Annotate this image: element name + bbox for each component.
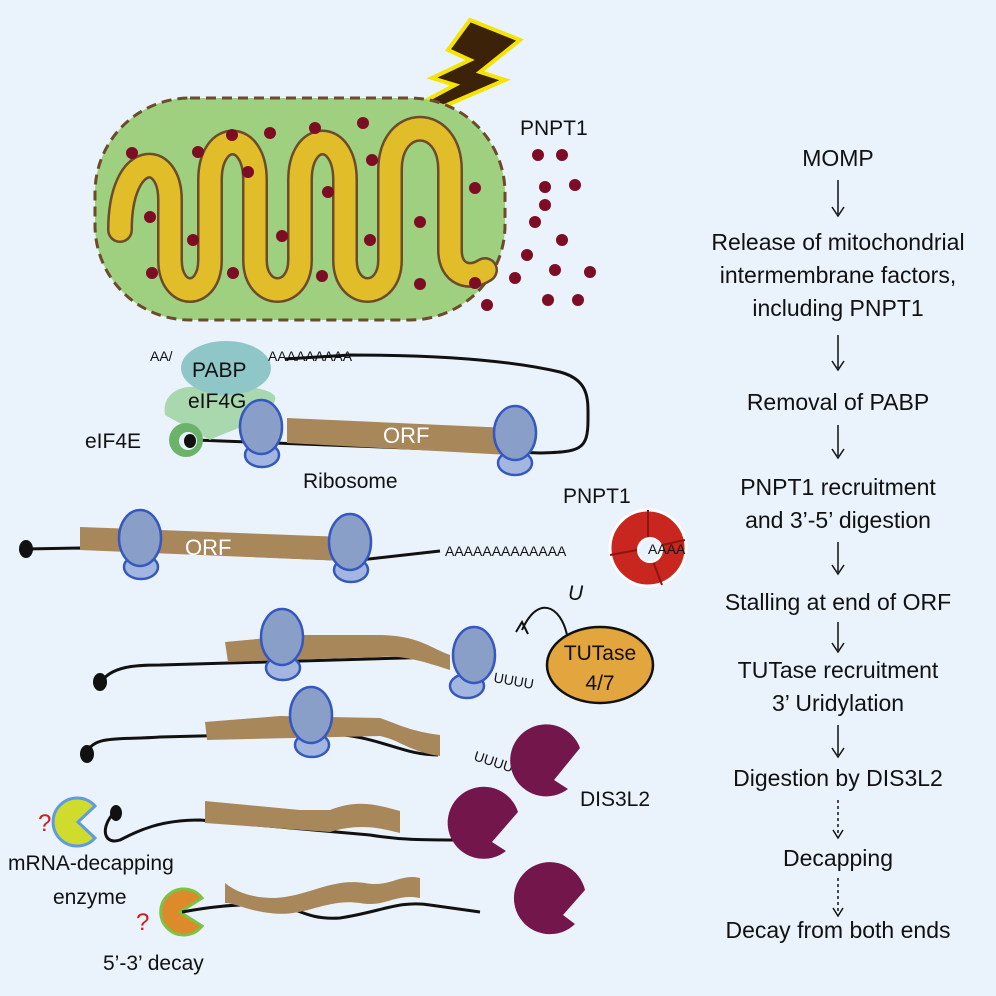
ribosome <box>238 398 284 469</box>
decapping-mrna: ? mRNA-decapping enzyme <box>8 786 518 909</box>
question-mark: ? <box>38 810 51 837</box>
step-list: MOMP Release of mitochondrial intermembr… <box>711 145 964 943</box>
dis3l2-pacman <box>510 724 580 797</box>
arrow-down-icon <box>831 542 845 576</box>
cap-icon <box>80 745 94 763</box>
dis3l2-label: DIS3L2 <box>580 788 650 811</box>
step-removal-pabp: Removal of PABP <box>747 389 929 415</box>
decay-53-label: 5’-3’ decay <box>103 952 204 975</box>
decapping-enzyme-label-1: mRNA-decapping <box>8 852 174 875</box>
cap-icon <box>184 434 196 448</box>
arrow-down-icon <box>831 622 845 654</box>
pnpt1-dots-released <box>481 149 596 311</box>
cristae <box>109 118 496 301</box>
orf-box <box>205 801 400 833</box>
decapping-enzyme-pacman <box>51 796 98 848</box>
question-mark: ? <box>136 909 149 936</box>
ribosome <box>288 685 334 759</box>
step-release-3: including PNPT1 <box>752 295 923 321</box>
dis3l2-pacman <box>447 786 518 859</box>
step-momp: MOMP <box>802 145 874 171</box>
orf-box <box>225 876 420 914</box>
step-tutase-2: 3’ Uridylation <box>772 690 904 716</box>
step-stalling: Stalling at end of ORF <box>725 589 951 615</box>
step-decapping: Decapping <box>783 845 893 871</box>
linear-mrna-pnpt1: ORF AAAAAAAAAAAAA AAAA PNPT1 <box>19 485 688 588</box>
uridine-tail: UUUU <box>492 669 535 692</box>
polya-in-pnpt1: AAAA <box>648 541 686 557</box>
step-digestion: Digestion by DIS3L2 <box>733 765 943 791</box>
arrow-down-icon <box>831 725 845 759</box>
eif4g-label: eIF4G <box>188 390 246 413</box>
orf-label: ORF <box>185 535 231 560</box>
step-pnpt1-1: PNPT1 recruitment <box>740 474 936 500</box>
step-decay-both-ends: Decay from both ends <box>725 917 950 943</box>
arrow-down-dashed-icon <box>832 878 844 918</box>
uridine-label: U <box>568 582 584 605</box>
step-release-2: intermembrane factors, <box>720 262 956 288</box>
ribosome <box>117 508 163 581</box>
step-release-1: Release of mitochondrial <box>711 229 964 255</box>
arrow-down-icon <box>831 335 845 372</box>
ribosome <box>448 625 497 700</box>
tutase-label-1: TUTase <box>564 642 636 665</box>
pnpt1-label-top: PNPT1 <box>520 117 588 140</box>
dis3l2-pacman <box>513 862 585 935</box>
pnpt1-label: PNPT1 <box>563 485 631 508</box>
closed-loop-mrna: ORF PABP AA/ AAAAAAAAA eIF4G eIF4E Ribos… <box>85 341 590 493</box>
ribosome <box>492 404 538 477</box>
step-tutase-1: TUTase recruitment <box>738 657 939 683</box>
ribosome <box>327 512 373 584</box>
polya-right: AAAAAAAAA <box>268 348 353 364</box>
pnpt1-complex <box>608 508 688 588</box>
cap-icon <box>110 805 122 821</box>
arrow-down-dashed-icon <box>832 800 844 840</box>
decaying-mrna: ? 5’-3’ decay <box>103 862 585 975</box>
arrow-curved-icon <box>521 606 569 643</box>
pnpt1-dots-inside <box>126 117 481 290</box>
cap-icon <box>93 673 107 691</box>
arrow-down-icon <box>831 180 845 218</box>
orf-box <box>287 418 510 455</box>
arrow-down-icon <box>831 425 845 460</box>
stalled-mrna-tutase: UUUU U TUTase 4/7 <box>93 582 655 705</box>
decapping-enzyme-label-2: enzyme <box>53 886 127 909</box>
ribosome-label: Ribosome <box>303 470 398 493</box>
orf-label: ORF <box>383 423 429 448</box>
pabp <box>181 341 271 395</box>
polya-left: AA/ <box>150 348 173 364</box>
polya-tail: AAAAAAAAAAAAA <box>445 543 567 559</box>
mitochondrion <box>93 96 507 322</box>
uridylated-mrna-dis3l2: UUUUUUU <box>80 685 580 797</box>
step-pnpt1-2: and 3’-5’ digestion <box>745 507 931 533</box>
tutase <box>545 625 655 705</box>
cap-icon <box>19 540 33 558</box>
ribosome <box>259 607 305 682</box>
eif4e-label: eIF4E <box>85 430 141 453</box>
exonuclease-pacman <box>159 887 205 937</box>
tutase-label-2: 4/7 <box>585 672 614 695</box>
pabp-label: PABP <box>192 359 246 382</box>
